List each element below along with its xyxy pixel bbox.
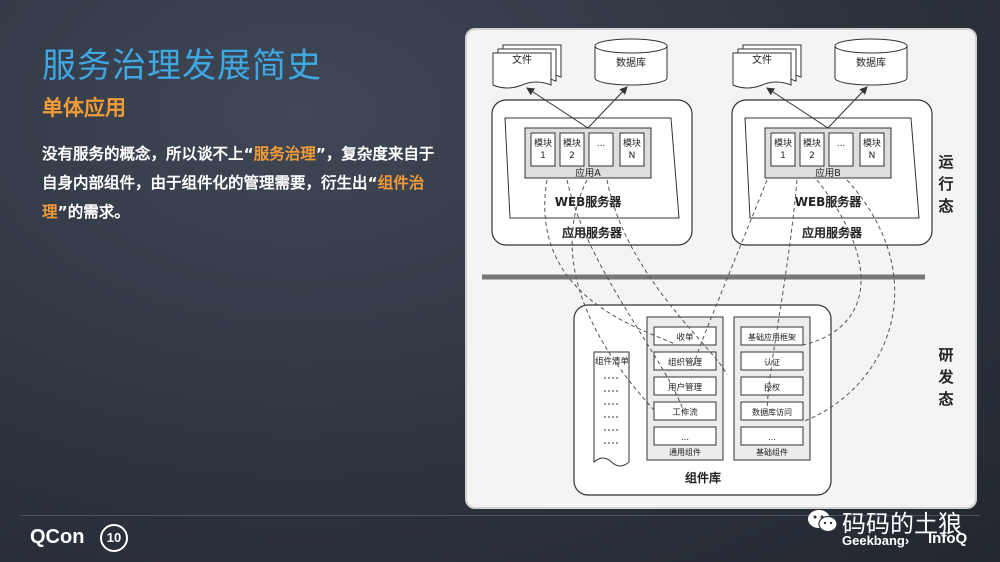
left-db-top [594, 38, 668, 54]
left-module-label: ... [597, 139, 606, 149]
component-list-shape [593, 351, 630, 467]
dependency-curve [766, 179, 798, 416]
right-file-shape-3 [732, 52, 792, 89]
right-arrow-to-file [766, 87, 829, 129]
qcon-edition-badge: 10 [100, 524, 128, 552]
left-module-box [559, 132, 585, 167]
infoq-logo: InfoQ [928, 530, 968, 547]
right-app-label: 应用B [815, 167, 841, 179]
basic-component-label: 授权 [764, 382, 780, 392]
right-arrow-to-db [827, 86, 868, 129]
left-module-box [530, 132, 556, 167]
common-component-label: 收单 [676, 332, 694, 343]
right-module-box [859, 132, 885, 167]
left-module-box [588, 132, 614, 167]
common-component-label: 用户管理 [668, 382, 703, 393]
wechat-icon [808, 510, 838, 533]
left-module-box [619, 132, 645, 167]
right-db-label: 数据库 [856, 56, 886, 69]
basic-component-item [740, 376, 804, 396]
dependency-curve [802, 179, 862, 346]
component-library-title: 组件库 [685, 470, 721, 485]
qcon-logo: QCon [30, 526, 85, 548]
left-file-shape-3 [492, 52, 552, 89]
left-file-label: 文件 [512, 53, 532, 66]
runtime-label-char: 运 [938, 153, 953, 171]
basic-component-label: 基础应用框架 [748, 332, 796, 342]
right-web-server-label: WEB服务器 [795, 194, 863, 209]
dependency-curve [566, 179, 686, 416]
basic-components-caption: 基础组件 [756, 447, 788, 457]
right-module-box [799, 132, 825, 167]
dependency-curve [606, 179, 728, 376]
left-app-server-label: 应用服务器 [562, 225, 623, 240]
right-module-label: ... [837, 139, 846, 149]
slide-title: 服务治理发展简史 [42, 46, 322, 86]
dev-label-char: 态 [938, 390, 953, 408]
right-app-server-label: 应用服务器 [802, 225, 863, 240]
left-arrow-to-db [587, 86, 628, 129]
left-db-body [594, 46, 668, 86]
dev-label-char: 发 [937, 368, 954, 386]
right-module-box [828, 132, 854, 167]
basic-component-label: 数据库访问 [752, 407, 792, 417]
right-db-body [834, 46, 908, 86]
geekbang-logo: Geekbang› [842, 533, 910, 548]
common-component-item [653, 326, 717, 346]
basic-component-item [740, 401, 804, 421]
highlight-service-governance: 服务治理 [253, 145, 316, 163]
left-app-label: 应用A [575, 167, 601, 179]
watermark-text: 码码的土狼 [842, 510, 962, 538]
footer-divider [20, 515, 980, 516]
dev-label-char: 研 [938, 346, 953, 364]
basic-component-item [740, 426, 804, 446]
highlight-component-governance: 组件治理 [42, 174, 425, 221]
left-db-label: 数据库 [616, 56, 646, 69]
basic-component-label: ... [768, 433, 776, 442]
runtime-label-char: 行 [937, 175, 953, 193]
common-component-label: 工作流 [672, 407, 698, 418]
body-text-part-2: ”，复杂度来自于自身内部组件，由于组件化的管理需要，衍生出“ [42, 145, 435, 192]
right-module-box [770, 132, 796, 167]
right-file-label: 文件 [752, 53, 772, 66]
common-component-item [653, 351, 717, 371]
slide-body-text: 没有服务的概念，所以谈不上“服务治理”，复杂度来自于自身内部组件，由于组件化的管… [42, 140, 442, 227]
left-web-server-label: WEB服务器 [555, 194, 623, 209]
component-list-title: 组件清单 [595, 356, 630, 367]
left-arrow-to-file [526, 87, 589, 129]
common-component-item [653, 426, 717, 446]
runtime-label-char: 态 [938, 197, 953, 215]
body-text-part-3: ”的需求。 [57, 203, 130, 221]
common-component-label: 组织管理 [668, 357, 703, 368]
basic-component-item [740, 326, 804, 346]
common-component-item [653, 401, 717, 421]
common-component-label: ... [681, 433, 689, 443]
right-db-top [834, 38, 908, 54]
body-text-part-1: 没有服务的概念，所以谈不上“ [42, 145, 254, 163]
slide-subtitle: 单体应用 [42, 96, 126, 120]
dependency-curve [691, 179, 768, 371]
common-components-caption: 通用组件 [669, 447, 701, 457]
